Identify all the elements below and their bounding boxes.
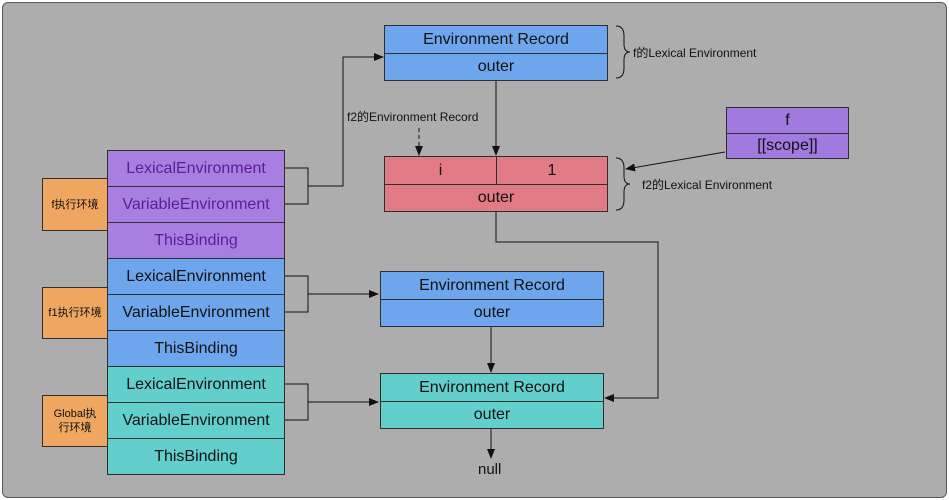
- top-env-outer: outer: [384, 53, 608, 81]
- context-global-lexical-environment: LexicalEnvironment: [107, 366, 285, 403]
- f2-env-key: i: [384, 156, 497, 185]
- context-global-this-binding: ThisBinding: [107, 438, 285, 475]
- context-f1-lexical-environment: LexicalEnvironment: [107, 258, 285, 295]
- top-env-brace: [615, 25, 631, 79]
- f2-to-global-arrow: [495, 212, 659, 402]
- f-context-connector: [284, 57, 383, 205]
- func-f-scope: [[scope]]: [726, 133, 849, 159]
- context-f-this-binding: ThisBinding: [107, 222, 285, 259]
- context-global-label: Global执行环境: [42, 395, 108, 447]
- global-context-connector: [284, 383, 378, 421]
- f2-env-value: 1: [496, 156, 608, 185]
- context-f1-label: f1执行环境: [42, 287, 108, 339]
- f1-context-connector: [284, 275, 378, 313]
- func-f-name: f: [726, 107, 849, 134]
- context-f1-this-binding: ThisBinding: [107, 330, 285, 367]
- f1-env-record: Environment Record: [380, 271, 604, 300]
- top-env-brace-label: f的Lexical Environment: [633, 46, 757, 60]
- f2-env-brace: [615, 157, 631, 211]
- f1-env-outer: outer: [380, 299, 604, 327]
- context-f-variable-environment: VariableEnvironment: [107, 186, 285, 223]
- context-global-variable-environment: VariableEnvironment: [107, 402, 285, 439]
- f2-env-brace-label: f2的Lexical Environment: [642, 178, 773, 192]
- null-label: null: [478, 461, 502, 478]
- top-env-record: Environment Record: [384, 25, 608, 54]
- scope-to-f2-arrow: [625, 151, 726, 172]
- context-f-lexical-environment: LexicalEnvironment: [107, 150, 285, 187]
- context-f1-variable-environment: VariableEnvironment: [107, 294, 285, 331]
- f2-env-outer: outer: [384, 184, 608, 212]
- f2-record-pointer-label: f2的Environment Record: [347, 110, 479, 124]
- global-env-record: Environment Record: [380, 373, 604, 402]
- context-f-label: f执行环境: [42, 178, 108, 231]
- global-env-outer: outer: [380, 401, 604, 429]
